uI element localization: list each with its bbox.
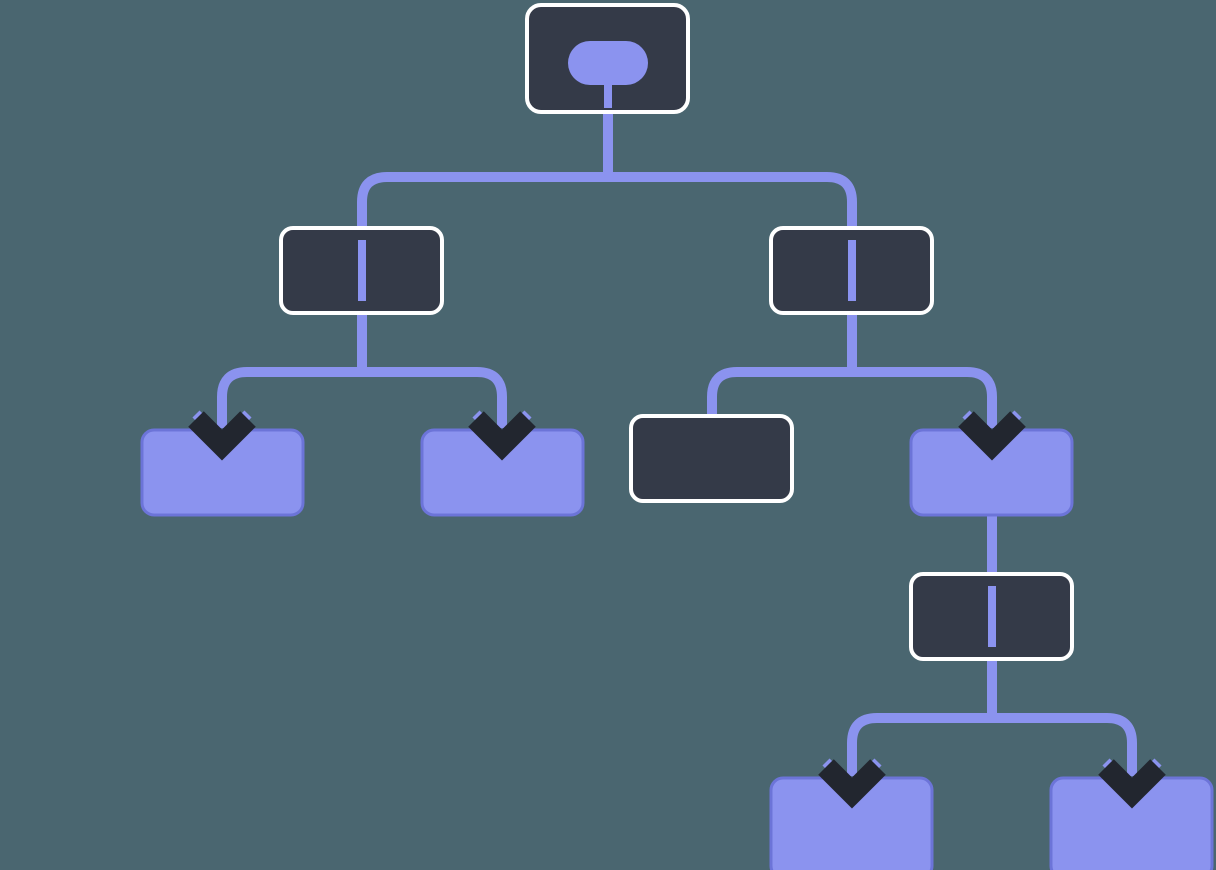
arrowhead-level2-leaf-two [468, 410, 536, 461]
arrowhead-level2-branch-node [958, 410, 1026, 461]
root-node-pill-glyph [568, 41, 648, 85]
root-node-stem-glyph [604, 78, 612, 108]
edge-level1-right-to-branch[interactable] [852, 367, 997, 428]
node-layer [140, 3, 1214, 870]
level1-left-node-line-glyph [358, 240, 366, 301]
level2-dark-leaf[interactable] [629, 414, 794, 503]
arrowhead-dark-chevron [818, 759, 886, 809]
arrowhead-layer [188, 410, 1166, 809]
edge-layer [217, 108, 1137, 776]
level3-dark-node[interactable] [909, 572, 1074, 661]
edge-level1-right-to-dark-leaf[interactable] [707, 367, 852, 414]
level1-right-node[interactable] [769, 226, 934, 315]
level3-dark-node-line-glyph [988, 586, 996, 647]
edge-level1-left-to-leaf-two[interactable] [362, 367, 507, 428]
arrowhead-level4-leaf-two [1098, 758, 1166, 809]
edge-root-to-level1-left[interactable] [357, 172, 608, 232]
arrowhead-dark-chevron [958, 411, 1026, 461]
arrowhead-level4-leaf-one [818, 758, 886, 809]
arrowhead-dark-chevron [468, 411, 536, 461]
edge-level1-left-to-leaf-one[interactable] [217, 367, 362, 428]
root-node[interactable] [525, 3, 690, 114]
edge-level3-to-leaf-two[interactable] [992, 713, 1137, 776]
arrowhead-dark-chevron [188, 411, 256, 461]
edge-root-to-level1-right[interactable] [608, 172, 857, 232]
arrowhead-level2-leaf-one [188, 410, 256, 461]
edge-level3-to-leaf-one[interactable] [847, 713, 992, 776]
level1-right-node-line-glyph [848, 240, 856, 301]
level1-left-node[interactable] [279, 226, 444, 315]
arrowhead-dark-chevron [1098, 759, 1166, 809]
